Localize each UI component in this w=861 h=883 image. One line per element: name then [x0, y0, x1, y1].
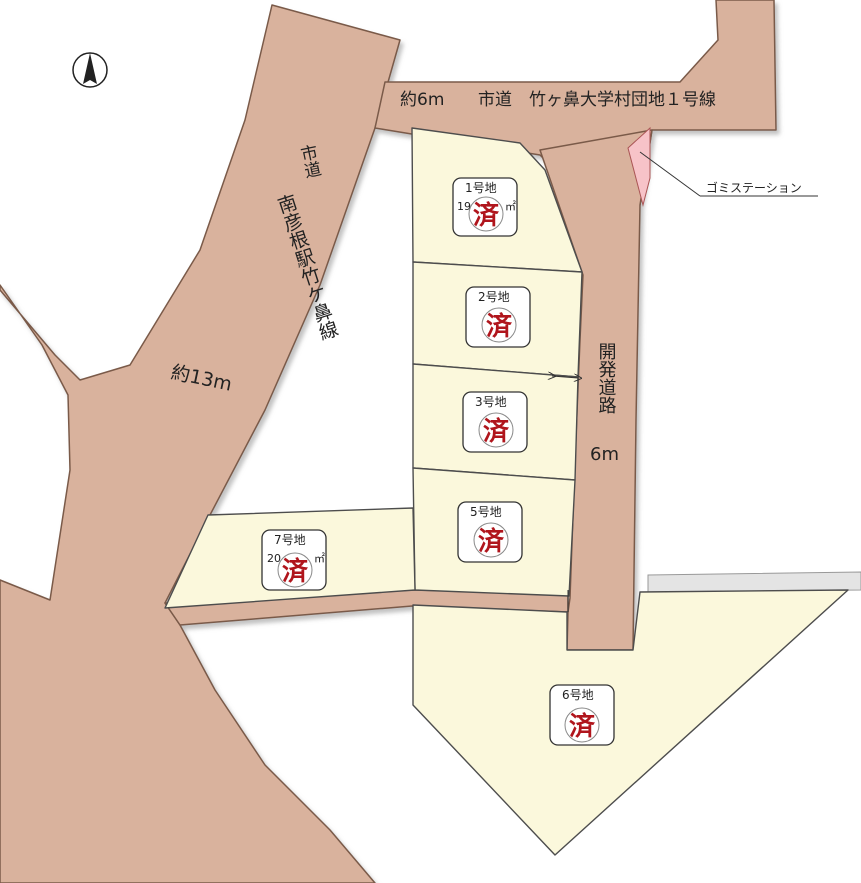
lot-1-name: 1号地 [465, 181, 497, 195]
lot-7-name: 7号地 [274, 533, 306, 547]
adjacent-road-strip [647, 571, 861, 593]
lot-5-badge[interactable]: 5号地 済 [457, 501, 523, 563]
lot-6-sold-mark: 済 [569, 711, 596, 742]
lot-2-badge[interactable]: 2号地 済 [465, 286, 531, 348]
lot-3-name: 3号地 [475, 395, 507, 409]
lot-5-name: 5号地 [470, 505, 502, 519]
garbage-station-label: ゴミステーション [706, 180, 802, 195]
garbage-station-area [627, 126, 651, 207]
lot-7-badge[interactable]: 7号地 20 ㎡ 済 [261, 529, 327, 591]
north-arrow-icon [72, 52, 108, 88]
lot-6-area[interactable] [412, 589, 849, 856]
left-road [0, 4, 401, 883]
lot-6-badge[interactable]: 6号地 済 [549, 684, 615, 746]
lot-1-badge[interactable]: 1号地 19 ㎡ 済 [452, 177, 518, 237]
lot-5-sold-mark: 済 [478, 526, 505, 557]
top-road-name: 市道 竹ヶ鼻大学村団地１号線 [478, 90, 716, 110]
dimension-arrow [552, 376, 578, 378]
top-road-width: 約6m [400, 90, 444, 110]
lot-2-sold-mark: 済 [486, 311, 513, 342]
lot-1-area-unit: ㎡ [505, 200, 516, 213]
lot-7-sold-mark: 済 [282, 556, 309, 587]
lot-1-sold-mark: 済 [473, 200, 500, 231]
dev-road-name: 開発道路 [596, 342, 617, 414]
dev-road-width: 6m [590, 444, 619, 465]
lot-7-area-partial: 20 [267, 552, 281, 565]
lot-2-name: 2号地 [478, 290, 510, 304]
lot-6-name: 6号地 [562, 688, 594, 702]
garbage-station-leader [639, 151, 701, 197]
lot-3-sold-mark: 済 [483, 416, 510, 447]
lot-3-badge[interactable]: 3号地 済 [462, 391, 528, 453]
lot-7-area-unit: ㎡ [314, 552, 325, 565]
lot-1-area-partial: 19 [457, 200, 471, 213]
